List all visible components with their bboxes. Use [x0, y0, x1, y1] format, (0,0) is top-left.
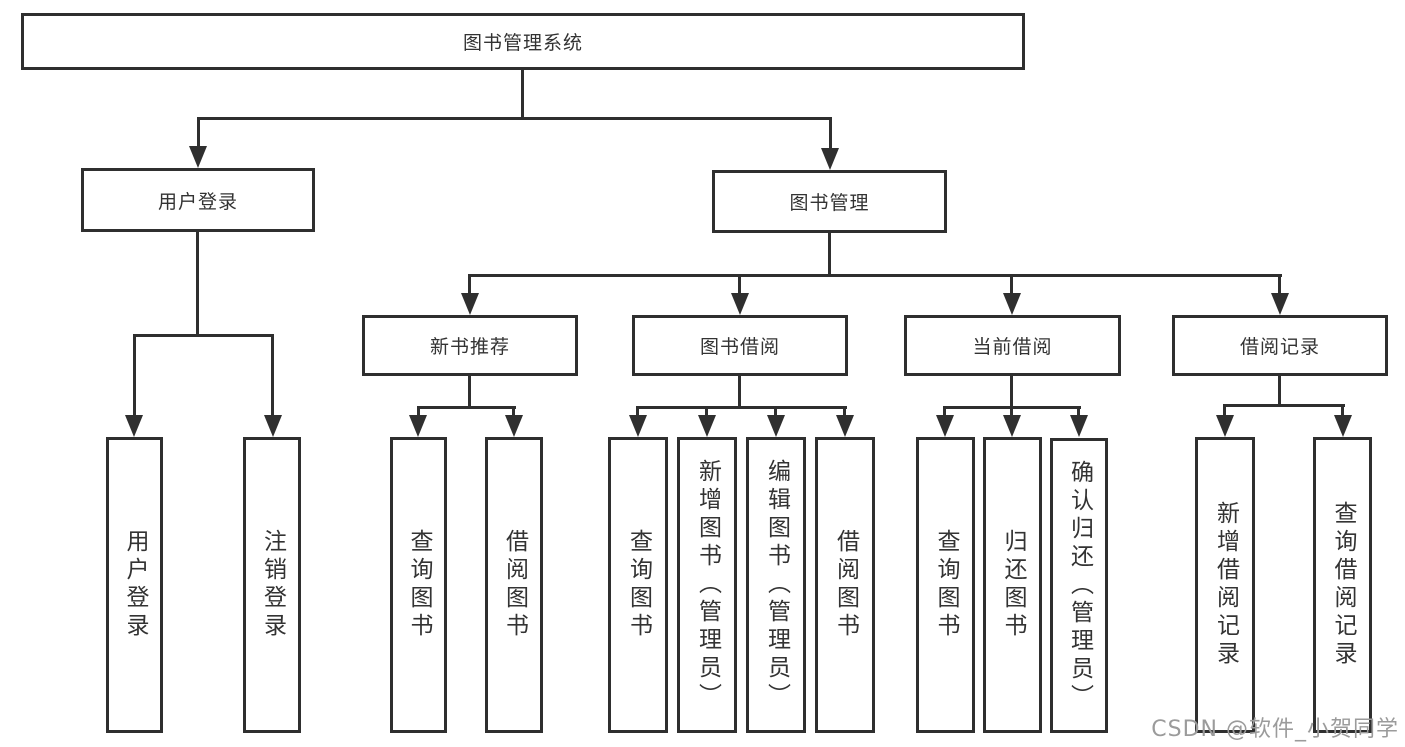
node-label: 归还图书	[1000, 529, 1026, 641]
node-label: 借阅记录	[1239, 336, 1320, 358]
node-label: 图书管理	[789, 192, 870, 214]
connector-vline	[843, 406, 846, 417]
arrowhead-down-icon	[1334, 415, 1352, 437]
node-label: 图书管理系统	[462, 32, 583, 54]
connector-hline	[197, 117, 832, 120]
node-label: 查询图书	[625, 529, 652, 641]
node-label: 新增图书（管理员）	[694, 459, 721, 711]
connector-vline	[521, 70, 524, 118]
connector-vline	[468, 376, 471, 409]
node-borrow-books-action: 借阅图书	[815, 437, 875, 733]
connector-vline	[738, 376, 741, 409]
node-label: 当前借阅	[972, 336, 1053, 358]
node-label: 图书借阅	[699, 336, 780, 358]
node-query-books-recommend: 查询图书	[390, 437, 447, 733]
node-book-borrowing: 图书借阅	[632, 315, 848, 376]
arrowhead-down-icon	[1003, 293, 1021, 315]
csdn-watermark: CSDN @软件_小贺同学	[1151, 717, 1399, 742]
connector-vline	[1278, 376, 1281, 407]
arrowhead-down-icon	[1003, 415, 1021, 437]
node-label: 注销登录	[259, 529, 286, 641]
arrowhead-down-icon	[461, 293, 479, 315]
connector-vline	[512, 406, 515, 417]
arrowhead-down-icon	[409, 415, 427, 437]
node-return-books: 归还图书	[983, 437, 1042, 733]
arrowhead-down-icon	[836, 415, 854, 437]
connector-vline	[468, 274, 471, 296]
node-edit-books-admin: 编辑图书（管理员）	[746, 437, 806, 733]
node-add-borrowing-record: 新增借阅记录	[1195, 437, 1255, 733]
connector-vline	[1341, 404, 1344, 417]
connector-vline	[1010, 274, 1013, 296]
node-label: 编辑图书（管理员）	[763, 459, 790, 711]
node-label: 查询借阅记录	[1330, 501, 1356, 669]
arrowhead-down-icon	[505, 415, 523, 437]
node-library-management-system: 图书管理系统	[21, 13, 1025, 70]
node-confirm-return-admin: 确认归还（管理员）	[1050, 438, 1108, 733]
connector-vline	[196, 232, 199, 337]
node-user-login: 用户登录	[81, 168, 315, 232]
node-book-management: 图书管理	[712, 170, 947, 233]
arrowhead-down-icon	[698, 415, 716, 437]
connector-vline	[271, 334, 274, 418]
connector-vline	[1010, 376, 1013, 409]
connector-vline	[705, 406, 708, 417]
node-label: 新书推荐	[429, 336, 510, 358]
connector-vline	[738, 274, 741, 296]
connector-vline	[943, 406, 946, 417]
connector-vline	[1278, 274, 1281, 296]
connector-hline	[417, 406, 516, 409]
connector-hline	[133, 334, 274, 337]
node-borrow-books-recommend: 借阅图书	[485, 437, 543, 733]
connector-vline	[1010, 406, 1013, 417]
arrowhead-down-icon	[1216, 415, 1234, 437]
node-label: 查询图书	[933, 529, 959, 641]
arrowhead-down-icon	[629, 415, 647, 437]
arrowhead-down-icon	[264, 415, 282, 437]
arrowhead-down-icon	[767, 415, 785, 437]
node-query-books-borrowing: 查询图书	[608, 437, 668, 733]
connector-hline	[468, 274, 1282, 277]
connector-hline	[1223, 404, 1345, 407]
node-logout-action: 注销登录	[243, 437, 301, 733]
node-query-borrowing-record: 查询借阅记录	[1313, 437, 1372, 733]
connector-hline	[636, 406, 847, 409]
arrowhead-down-icon	[821, 148, 839, 170]
connector-vline	[636, 406, 639, 417]
arrowhead-down-icon	[125, 415, 143, 437]
node-borrowing-records: 借阅记录	[1172, 315, 1388, 376]
node-new-book-recommendation: 新书推荐	[362, 315, 578, 376]
node-query-books-current: 查询图书	[916, 437, 975, 733]
node-add-books-admin: 新增图书（管理员）	[677, 437, 737, 733]
connector-vline	[829, 117, 832, 150]
arrowhead-down-icon	[936, 415, 954, 437]
connector-vline	[133, 334, 136, 418]
node-label: 借阅图书	[501, 529, 528, 641]
arrowhead-down-icon	[731, 293, 749, 315]
connector-vline	[1077, 406, 1080, 417]
arrowhead-down-icon	[1271, 293, 1289, 315]
node-label: 用户登录	[157, 190, 238, 213]
arrowhead-down-icon	[1070, 415, 1088, 437]
node-label: 新增借阅记录	[1212, 501, 1239, 669]
node-label: 查询图书	[406, 529, 432, 641]
connector-vline	[1223, 404, 1226, 417]
node-label: 借阅图书	[832, 529, 859, 641]
node-label: 确认归还（管理员）	[1066, 459, 1093, 712]
node-label: 用户登录	[122, 529, 148, 641]
connector-vline	[417, 406, 420, 417]
connector-vline	[828, 233, 831, 277]
connector-vline	[197, 117, 200, 150]
arrowhead-down-icon	[189, 146, 207, 168]
node-user-login-action: 用户登录	[106, 437, 163, 733]
node-current-borrowing: 当前借阅	[904, 315, 1121, 376]
connector-vline	[774, 406, 777, 417]
